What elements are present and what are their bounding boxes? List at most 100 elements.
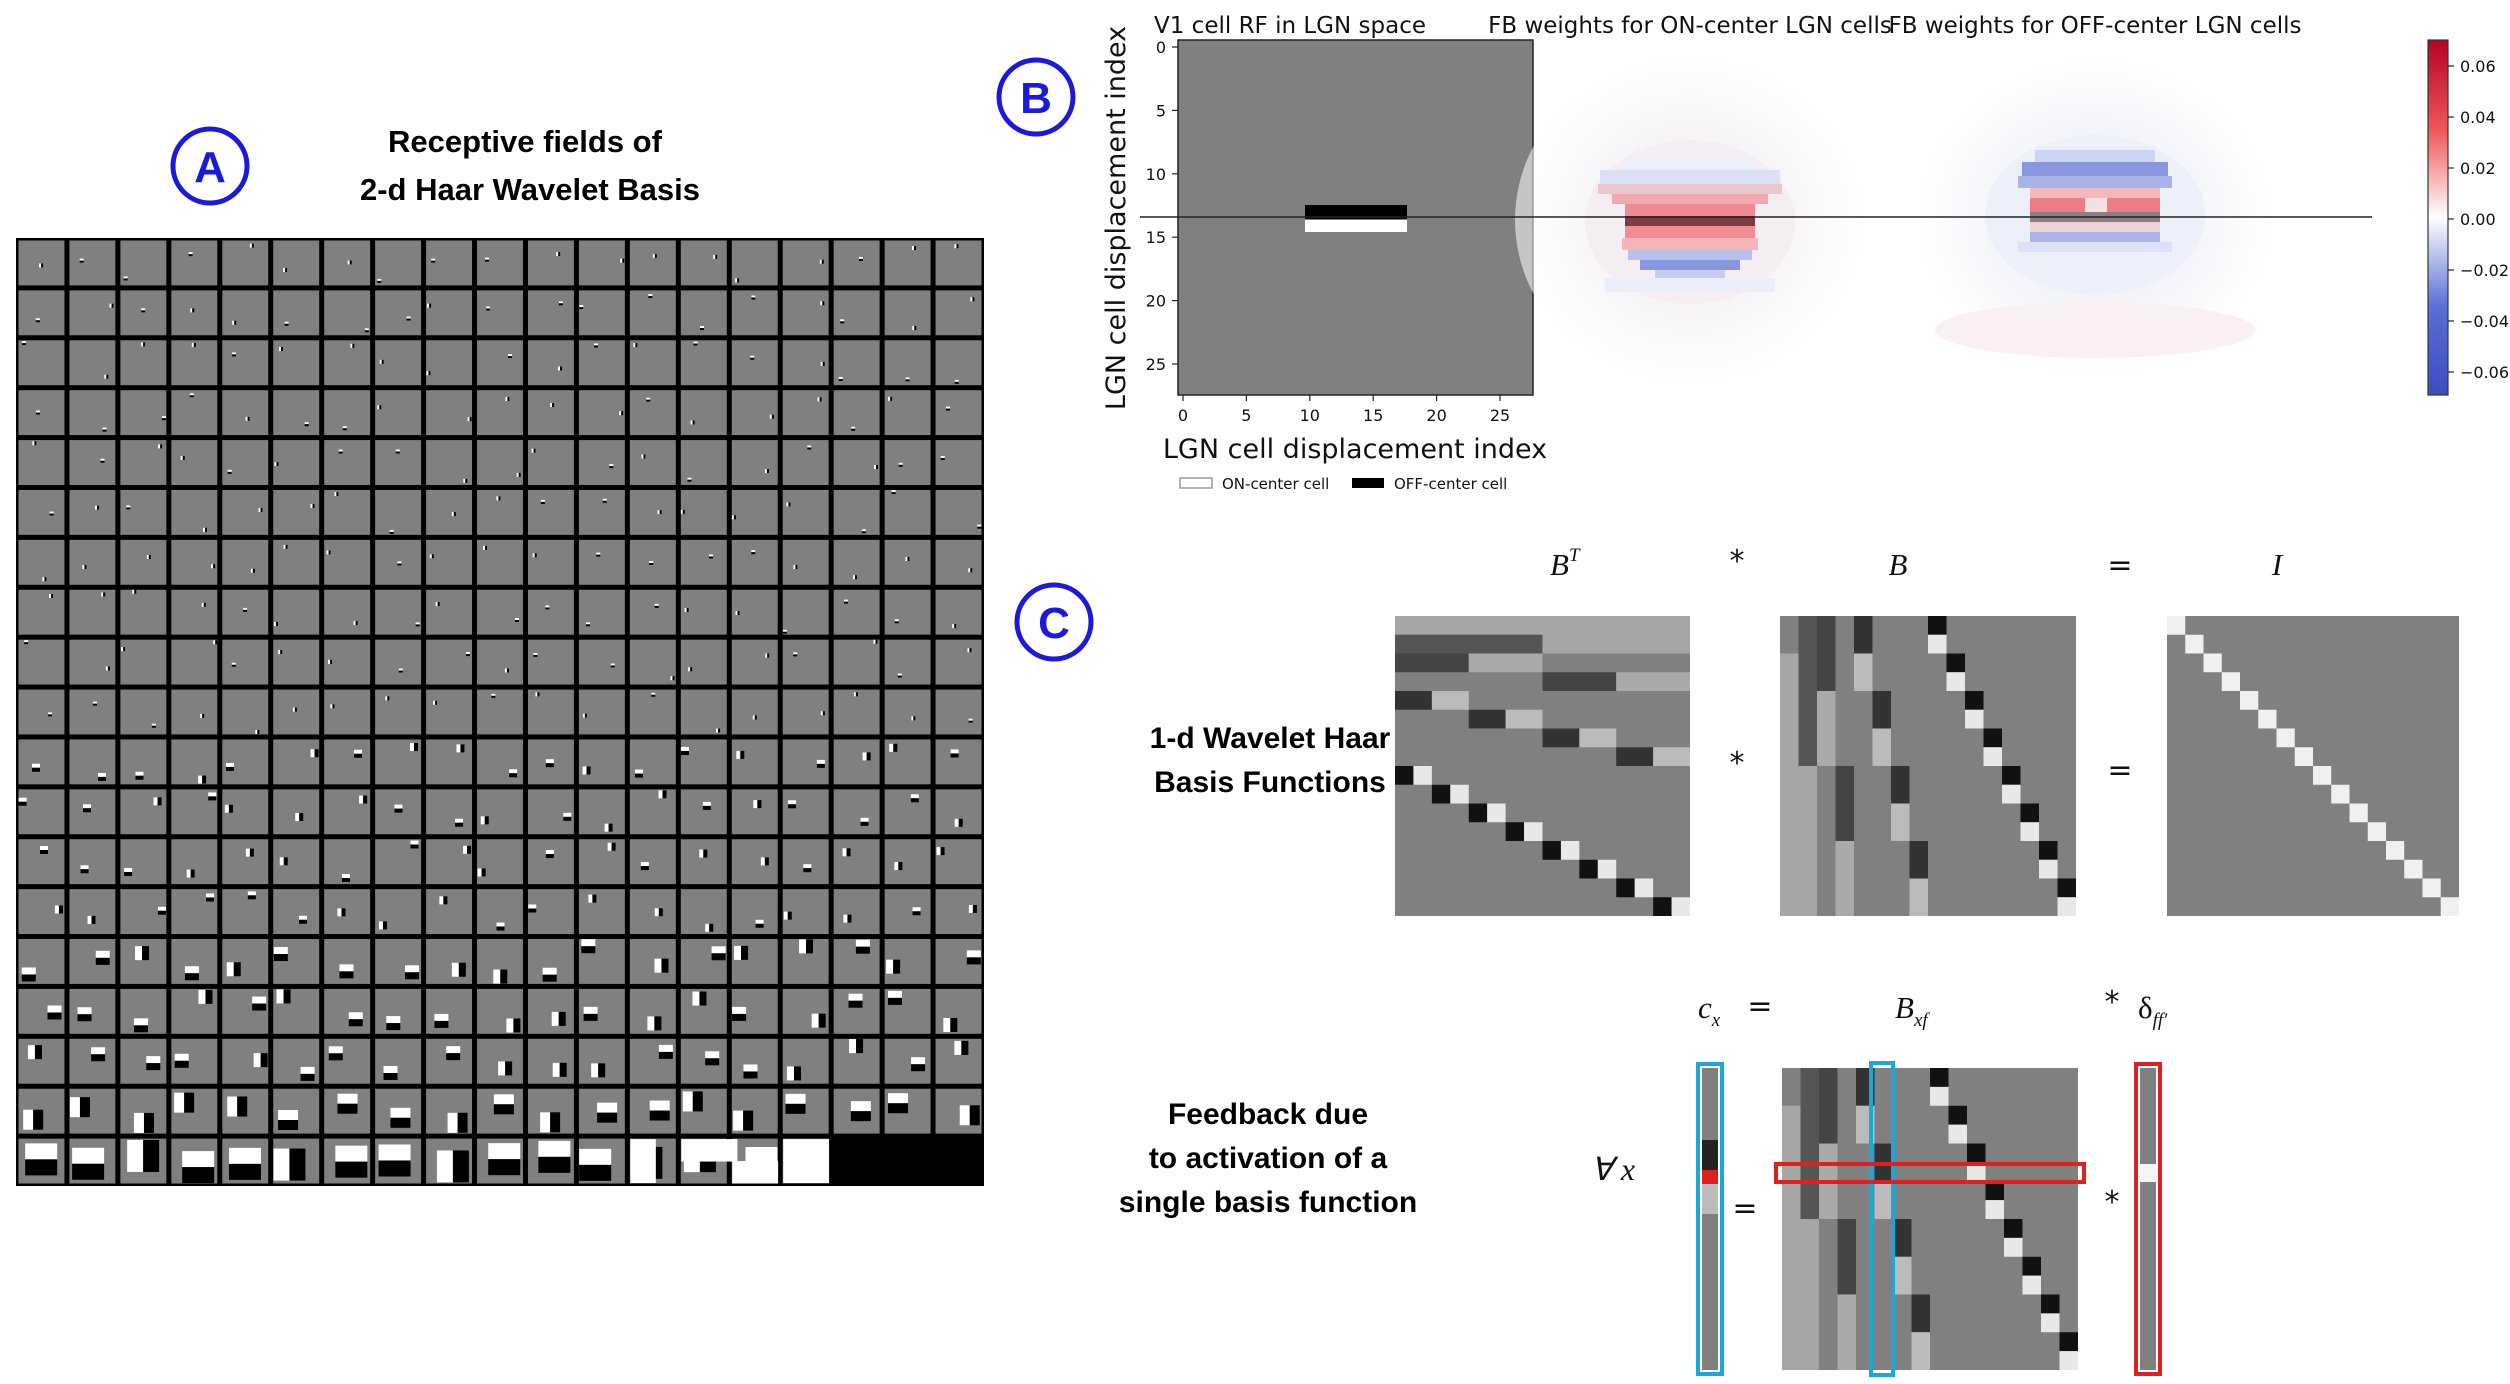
- haar-cell: [782, 489, 829, 535]
- haar-cell: [477, 589, 523, 635]
- row2-label-line3: single basis function: [1119, 1186, 1417, 1219]
- haar-off-patch: [680, 750, 689, 755]
- haar-off-patch: [584, 713, 587, 718]
- haar-off-patch: [757, 800, 762, 809]
- haar-cell: [935, 539, 982, 585]
- haar-on-patch: [552, 1062, 560, 1077]
- haar-cell: [884, 839, 931, 885]
- haar-off-patch: [866, 752, 871, 761]
- haar-off-patch: [910, 798, 919, 803]
- haar-cell: [273, 240, 320, 286]
- haar-cell: [69, 689, 116, 735]
- y-tick-label: 20: [1146, 292, 1166, 311]
- haar-cell: [120, 939, 167, 984]
- haar-cell: [935, 340, 982, 386]
- haar-on-patch: [977, 524, 982, 527]
- haar-cell: [527, 390, 574, 436]
- haar-cell: [935, 240, 982, 286]
- haar-on-patch: [477, 868, 482, 877]
- haar-on-patch: [253, 1053, 261, 1068]
- haar-off-patch: [751, 297, 756, 300]
- haar-cell: [324, 240, 371, 286]
- haar-on-patch: [743, 1064, 758, 1072]
- haar-off-patch: [661, 958, 669, 973]
- haar-cell: [171, 240, 218, 286]
- haar-cell: [884, 589, 931, 635]
- haar-on-patch: [252, 996, 267, 1004]
- haar-cell: [222, 240, 269, 286]
- haar-off-patch: [299, 919, 308, 924]
- haar-off-patch: [682, 509, 685, 514]
- haar-on-patch: [819, 259, 822, 264]
- haar-off-patch: [648, 296, 653, 299]
- haar-off-patch: [215, 640, 218, 645]
- haar-off-patch: [687, 479, 692, 482]
- haar-off-patch: [822, 361, 825, 366]
- bxf-diag: [1967, 1143, 1986, 1163]
- bt-symbol: BT: [1550, 545, 1581, 582]
- haar-on-patch: [300, 1066, 315, 1074]
- bxf-diag: [1948, 1105, 1967, 1125]
- haar-cell: [18, 739, 65, 785]
- haar-off-patch: [914, 325, 917, 330]
- haar-off-patch: [34, 1045, 42, 1060]
- haar-on-patch: [100, 458, 105, 461]
- haar-on-patch: [752, 715, 755, 720]
- haar-on-patch: [764, 469, 767, 474]
- panel-b: B V1 cell RF in LGN space FB weights for…: [996, 13, 2509, 493]
- haar-on-patch: [607, 842, 612, 851]
- bt-row: [1542, 672, 1617, 691]
- haar-off-patch: [260, 508, 263, 513]
- haar-on-patch: [463, 845, 468, 854]
- bxf-col: [1911, 1294, 1930, 1333]
- haar-cell: [731, 489, 778, 535]
- haar-on-patch: [966, 950, 981, 958]
- haar-off-patch: [228, 1163, 261, 1180]
- haar-off-patch: [907, 557, 910, 562]
- haar-off-patch: [283, 857, 288, 866]
- haar-on-patch: [299, 915, 308, 920]
- haar-on-patch: [35, 318, 40, 321]
- identity-diag: [2203, 653, 2222, 673]
- haar-off-patch: [583, 1013, 598, 1021]
- haar-on-patch: [684, 608, 687, 613]
- haar-cell: [935, 489, 982, 535]
- haar-cell: [935, 839, 982, 885]
- haar-on-patch: [816, 759, 825, 764]
- haar-cell: [578, 340, 625, 386]
- haar-off-patch: [92, 703, 97, 706]
- haar-on-patch: [640, 862, 649, 867]
- haar-off-patch: [123, 278, 128, 281]
- haar-cell: [782, 789, 829, 835]
- haar-on-patch: [582, 766, 587, 775]
- haar-cell: [69, 739, 116, 785]
- haar-cell: [629, 390, 676, 436]
- haar-on-patch: [755, 919, 764, 924]
- haar-on-patch: [135, 771, 144, 776]
- haar-on-patch: [860, 817, 869, 822]
- haar-off-patch: [79, 1097, 90, 1118]
- haar-off-patch: [48, 714, 53, 717]
- haar-cell: [69, 489, 116, 535]
- haar-cell: [426, 789, 473, 835]
- haar-cell: [222, 340, 269, 386]
- haar-off-patch: [890, 396, 893, 401]
- haar-on-patch: [48, 712, 53, 715]
- haar-on-patch: [940, 456, 945, 459]
- haar-on-patch: [227, 1096, 238, 1117]
- colorbar-tick-label: −0.06: [2460, 363, 2509, 382]
- haar-on-patch: [191, 342, 194, 347]
- bxf-diag: [2022, 1275, 2041, 1295]
- haar-on-patch: [912, 325, 915, 330]
- b-diag: [2039, 859, 2058, 879]
- haar-cell: [120, 390, 167, 436]
- haar-on-patch: [395, 449, 400, 452]
- haar-on-patch: [95, 505, 98, 510]
- haar-cell: [782, 589, 829, 635]
- haar-on-patch: [245, 416, 248, 421]
- haar-on-patch: [952, 624, 955, 629]
- haar-cell: [426, 639, 473, 685]
- haar-off-patch: [91, 1054, 106, 1062]
- haar-on-patch: [141, 308, 146, 311]
- haar-on-patch: [31, 763, 40, 768]
